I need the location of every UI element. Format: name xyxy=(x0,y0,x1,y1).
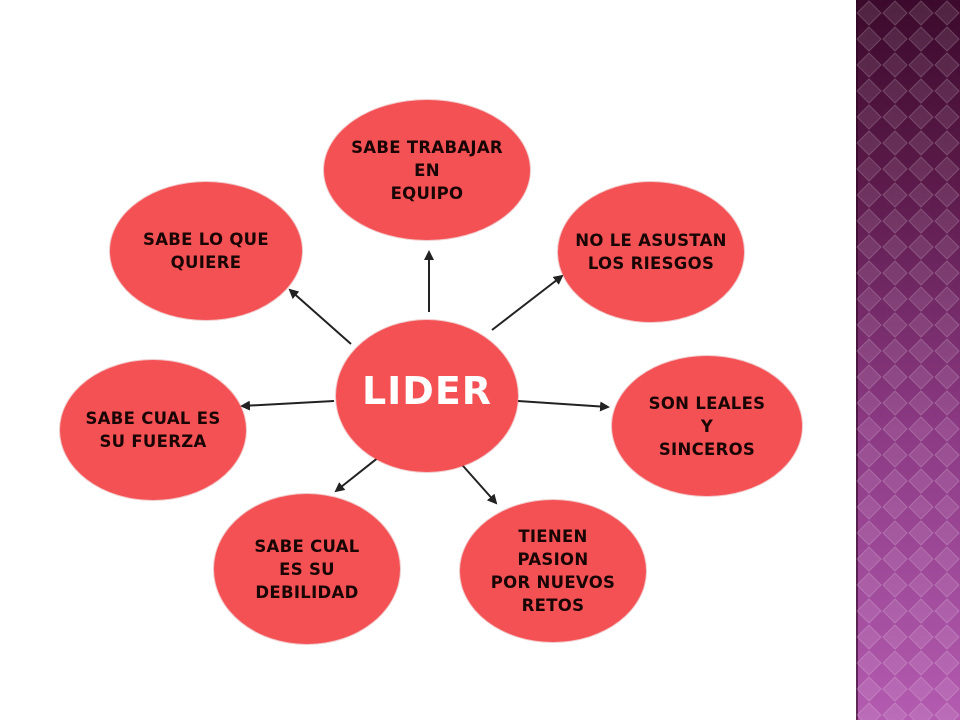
node-trabajar-equipo: SABE TRABAJAR EN EQUIPO xyxy=(324,100,530,240)
node-quiere: SABE LO QUE QUIERE xyxy=(110,182,302,320)
node-pasion: TIENEN PASION POR NUEVOS RETOS xyxy=(460,500,646,642)
node-label: TIENEN PASION POR NUEVOS RETOS xyxy=(490,527,616,615)
decorative-sidebar xyxy=(856,0,960,720)
node-fuerza: SABE CUAL ES SU FUERZA xyxy=(60,360,246,500)
arrow-to-riesgos xyxy=(491,274,564,331)
arrow-to-leales xyxy=(517,400,610,412)
node-label: SABE CUAL ES SU DEBILIDAD xyxy=(254,536,360,602)
center-label: LIDER xyxy=(361,369,493,413)
node-label: SABE CUAL ES SU FUERZA xyxy=(85,409,221,451)
node-riesgos: NO LE ASUSTAN LOS RIESGOS xyxy=(558,182,744,322)
diamond-pattern xyxy=(856,0,960,720)
arrow-to-quiere xyxy=(288,288,352,345)
node-label: NO LE ASUSTAN LOS RIESGOS xyxy=(575,231,727,273)
leader-diagram: SABE TRABAJAR EN EQUIPO NO LE ASUSTAN LO… xyxy=(60,100,802,644)
arrow-to-fuerza xyxy=(240,400,335,411)
node-leales: SON LEALES Y SINCEROS xyxy=(612,356,802,496)
node-label: SON LEALES Y SINCEROS xyxy=(648,393,766,459)
node-center-lider: LIDER xyxy=(336,320,518,472)
node-debilidad: SABE CUAL ES SU DEBILIDAD xyxy=(214,494,400,644)
node-label: SABE LO QUE QUIERE xyxy=(143,230,269,272)
node-label: SABE TRABAJAR EN EQUIPO xyxy=(351,137,503,203)
